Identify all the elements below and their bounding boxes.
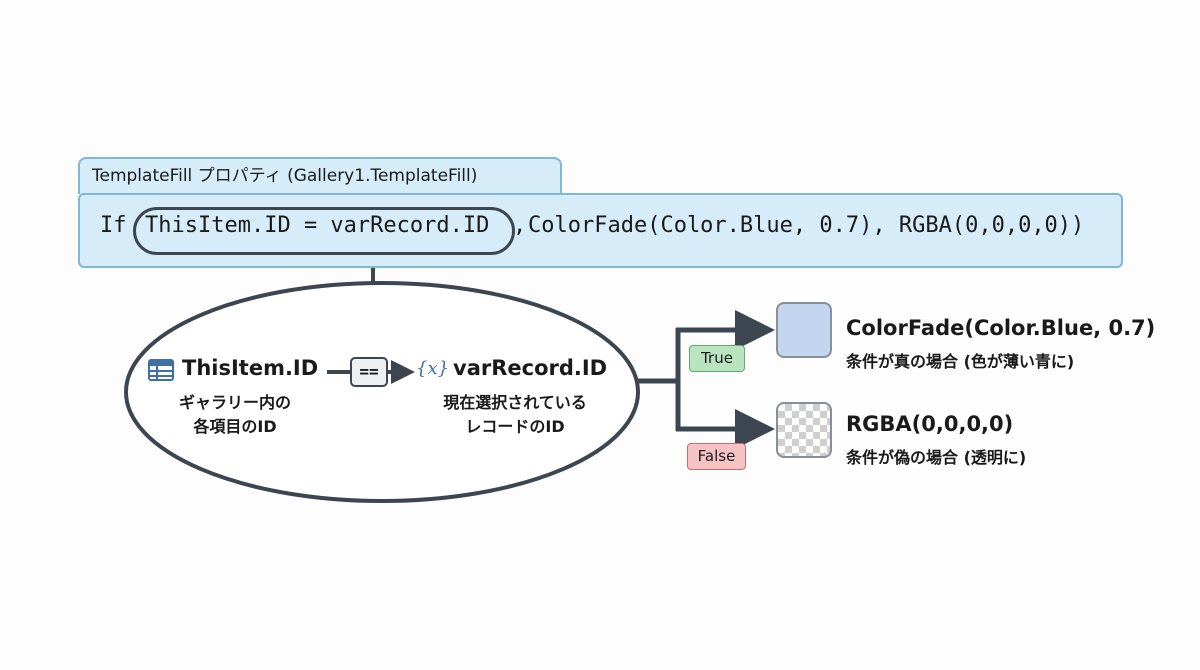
left-operand-description: ギャラリー内の 各項目のID <box>160 391 310 439</box>
equality-operator: == <box>350 357 388 387</box>
formula-separator: , <box>513 213 527 238</box>
false-badge: False <box>687 443 746 470</box>
true-outcome-title: ColorFade(Color.Blue, 0.7) <box>846 316 1156 340</box>
left-operand-name: ThisItem.ID <box>182 356 319 380</box>
formula-bar[interactable] <box>78 193 1123 268</box>
formula-keyword-if: If <box>100 213 127 238</box>
transparent-swatch <box>776 402 832 458</box>
left-operand-description-line2: 各項目のID <box>193 417 277 436</box>
formula-condition: ThisItem.ID = varRecord.ID <box>145 213 490 238</box>
true-badge: True <box>689 345 745 372</box>
right-operand-description: 現在選択されている レコードのID <box>420 391 610 439</box>
right-operand-name: varRecord.ID <box>453 356 608 380</box>
condition-ellipse <box>124 281 640 503</box>
right-operand-description-line2: レコードのID <box>465 417 565 436</box>
false-outcome-description: 条件が偽の場合 (透明に) <box>846 448 1027 467</box>
condition-highlight <box>133 207 515 255</box>
true-outcome-description: 条件が真の場合 (色が薄い青に) <box>846 352 1075 371</box>
left-operand-description-line1: ギャラリー内の <box>178 393 291 412</box>
property-tab[interactable]: TemplateFill プロパティ (Gallery1.TemplateFil… <box>78 157 562 194</box>
table-icon <box>148 359 174 385</box>
light-blue-swatch <box>776 302 832 358</box>
false-outcome-title: RGBA(0,0,0,0) <box>846 412 1014 436</box>
variable-icon: {x} <box>416 358 450 379</box>
right-operand-description-line1: 現在選択されている <box>443 393 587 412</box>
formula-rest: ColorFade(Color.Blue, 0.7), RGBA(0,0,0,0… <box>528 213 1085 238</box>
